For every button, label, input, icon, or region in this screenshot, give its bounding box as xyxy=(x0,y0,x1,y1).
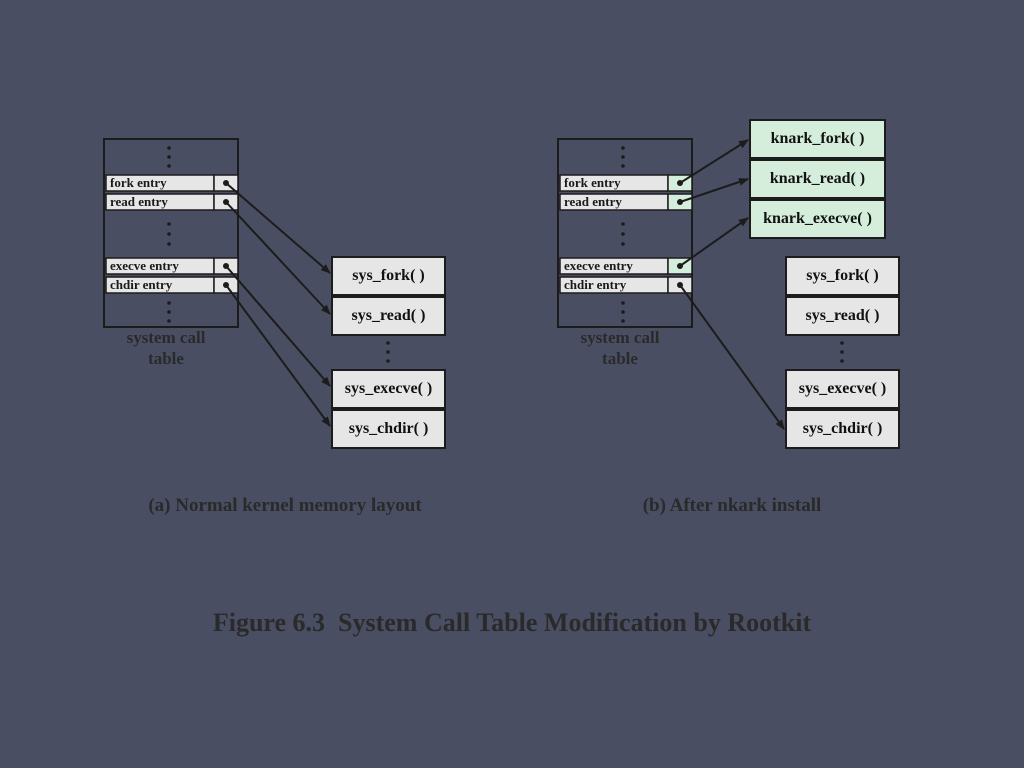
panel-b-arrows xyxy=(679,139,785,430)
panel-b-arrow-chdir xyxy=(679,284,785,430)
panel-b-sys-chdir-box xyxy=(785,409,900,449)
panel-a-sys-execve-label: sys_execve( ) xyxy=(344,380,433,397)
panel-b-table-caption-line1: system call xyxy=(580,328,660,347)
panel-a-sys-read-label: sys_read( ) xyxy=(351,307,426,324)
panel-b-table-caption-line2: table xyxy=(602,349,638,368)
panel-b-fork-entry-label: fork entry xyxy=(564,175,621,190)
panel-a-arrow-read xyxy=(225,201,331,315)
panel-b-arrow-read xyxy=(679,178,749,203)
panel-b-sys-fork-label: sys_fork( ) xyxy=(806,267,879,284)
panel-a-arrow-chdir xyxy=(225,284,331,427)
panel-a-sys-chdir-label: sys_chdir( ) xyxy=(348,420,429,437)
panel-b-table-ellipsis xyxy=(621,146,625,323)
panel-b-knark-execve-label: knark_execve( ) xyxy=(763,210,872,227)
panel-a-arrows xyxy=(225,182,331,427)
panel-b-sys-read-label: sys_read( ) xyxy=(805,307,880,324)
panel-a-execve-entry-label: execve entry xyxy=(110,258,179,273)
panel-b-sys-execve-box xyxy=(785,369,900,409)
panel-b-arrow-fork xyxy=(679,139,749,184)
panel-a-func-ellipsis xyxy=(386,341,390,363)
panel-b-knark-functions xyxy=(749,119,886,239)
panel-b-knark-execve-box xyxy=(749,199,886,239)
panel-a-read-entry-label: read entry xyxy=(110,194,168,209)
panel-b-sys-chdir-label: sys_chdir( ) xyxy=(802,420,883,437)
panel-b-arrow-execve xyxy=(679,217,749,267)
panel-b-caption: (b) After nkark install xyxy=(642,495,822,516)
panel-b-sys-fork-box xyxy=(785,256,900,296)
panel-b-chdir-entry-label: chdir entry xyxy=(564,277,627,292)
panel-a-sys-fork-box xyxy=(331,256,446,296)
panel-a-arrow-execve xyxy=(225,265,331,387)
panel-a-functions xyxy=(331,256,446,449)
panel-a-sys-fork-label: sys_fork( ) xyxy=(352,267,425,284)
panel-a-table-ellipsis xyxy=(167,146,171,323)
panel-a-table-caption-line1: system call xyxy=(126,328,206,347)
panel-a-sys-chdir-box xyxy=(331,409,446,449)
panel-b-read-entry-label: read entry xyxy=(564,194,622,209)
panel-b-sys-read-box xyxy=(785,296,900,336)
figure-caption: Figure 6.3 System Call Table Modificatio… xyxy=(212,608,812,637)
panel-b-func-ellipsis xyxy=(840,341,844,363)
panel-b-execve-entry-label: execve entry xyxy=(564,258,633,273)
panel-a-caption: (a) Normal kernel memory layout xyxy=(148,495,422,516)
panel-b-knark-read-label: knark_read( ) xyxy=(769,170,866,187)
panel-a-fork-entry-label: fork entry xyxy=(110,175,167,190)
panel-b-functions xyxy=(785,256,900,449)
panel-a-syscall-table xyxy=(103,138,239,328)
panel-a-table-caption-line2: table xyxy=(148,349,184,368)
panel-b-knark-fork-label: knark_fork( ) xyxy=(770,130,865,147)
panel-a-arrow-fork xyxy=(225,182,331,274)
panel-a-chdir-entry-label: chdir entry xyxy=(110,277,173,292)
panel-a-sys-read-box xyxy=(331,296,446,336)
panel-b-knark-fork-box xyxy=(749,119,886,159)
panel-b-sys-execve-label: sys_execve( ) xyxy=(798,380,887,397)
panel-a-sys-execve-box xyxy=(331,369,446,409)
panel-b-syscall-table xyxy=(557,138,693,328)
panel-b-knark-read-box xyxy=(749,159,886,199)
